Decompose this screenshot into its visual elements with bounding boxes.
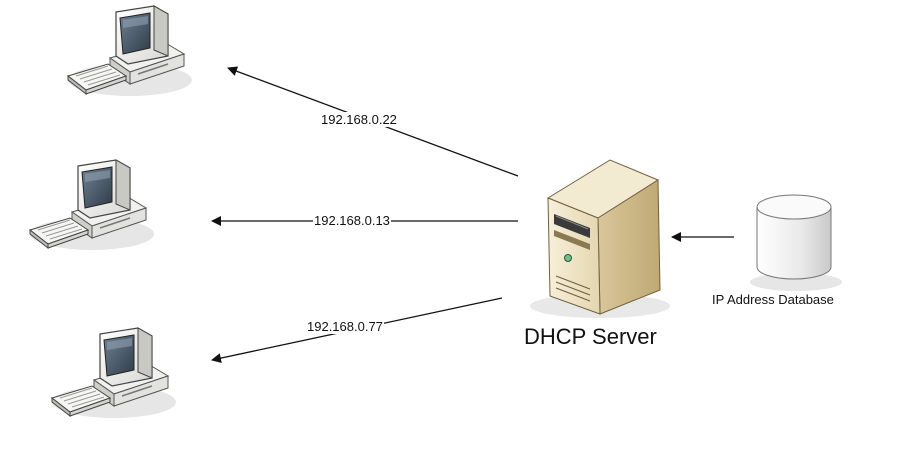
ip-address-label: 192.168.0.77 (306, 319, 384, 334)
ip-address-label: 192.168.0.22 (320, 112, 398, 127)
tower-server-icon (530, 159, 670, 318)
database-cylinder-icon (750, 194, 842, 291)
desktop-computer-icon (67, 5, 193, 97)
desktop-computer-icon (29, 159, 155, 251)
database-label: IP Address Database (712, 292, 834, 307)
ip-address-label: 192.168.0.13 (313, 213, 391, 228)
server-label: DHCP Server (524, 324, 657, 349)
desktop-computer-icon (51, 327, 177, 419)
